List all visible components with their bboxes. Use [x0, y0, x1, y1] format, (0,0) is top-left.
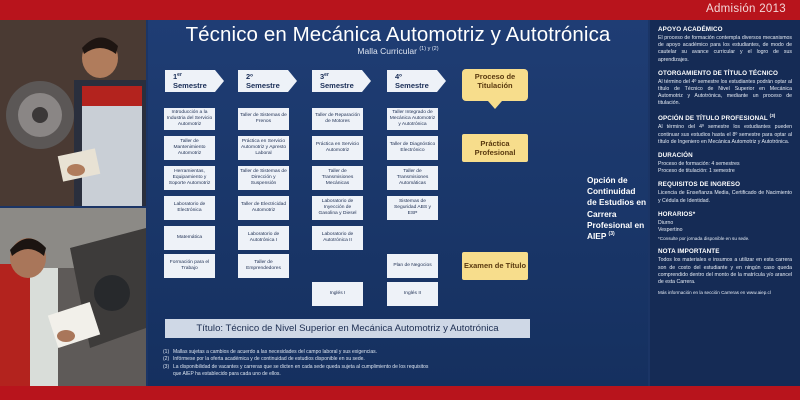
admission-year: Admisión 2013: [706, 3, 786, 15]
course-c2-4: Taller de Electricidad Automotriz: [238, 196, 289, 220]
course-c1-1: Introducción a la Industria del Servicio…: [164, 108, 215, 130]
photo-strip: [0, 20, 146, 386]
mechanic-photo-top: [0, 20, 146, 206]
course-c2-6: Taller de Emprendedores: [238, 254, 289, 278]
course-c4-6: Inglés II: [387, 282, 438, 306]
semester-header-3: 3er Semestre: [312, 70, 371, 92]
section-apoyo: APOYO ACADÉMICO El proceso de formación …: [658, 26, 792, 63]
curriculum-panel: Técnico en Mecánica Automotriz y Autotró…: [148, 20, 648, 386]
course-c3-4: Laboratorio de Inyección de Gasolina y D…: [312, 196, 363, 220]
examen-de-titulo: Examen de Título: [462, 252, 528, 280]
course-c3-1: Taller de Reparación de Motores: [312, 108, 363, 130]
course-c4-4: Sistemas de Seguridad ABS y ESP: [387, 196, 438, 220]
course-c1-2: Taller de Mantenimiento Automotriz: [164, 136, 215, 160]
course-c3-3: Taller de Transmisiones Mecánicas: [312, 166, 363, 190]
course-c2-3: Taller de Sistemas de Dirección y Suspen…: [238, 166, 289, 190]
section-horarios: HORARIOS* Diurno Vespertino *Consulte po…: [658, 210, 750, 242]
section-nota: NOTA IMPORTANTE Todos los materiales e i…: [658, 248, 792, 296]
page-title: Técnico en Mecánica Automotriz y Autotró…: [185, 23, 611, 46]
course-c2-2: Práctica en Servicio Automotriz y Aprest…: [238, 136, 289, 160]
page-subtitle: Malla Curricular (1) y (2): [148, 46, 648, 56]
continuity-option: Opción de Continuidad de Estudios en Car…: [587, 175, 647, 241]
subtitle-text: Malla Curricular: [357, 46, 417, 56]
footnote-3: (3)La disponibilidad de vacantes y carre…: [163, 363, 429, 377]
course-c1-6: Formación para el Trabajo: [164, 254, 215, 278]
course-c2-5: Laboratorio de Autotrónica I: [238, 226, 289, 250]
course-c1-4: Laboratorio de Electrónica: [164, 196, 215, 220]
course-c3-2: Práctica en Servicio Automotriz: [312, 136, 363, 160]
mechanic-photo-bottom: [0, 208, 146, 386]
footnotes: (1)Mallas sujetas a cambios de acuerdo a…: [163, 349, 433, 378]
section-opcion-titulo: OPCIÓN DE TÍTULO PROFESIONAL (3) Al térm…: [658, 113, 792, 145]
course-c1-3: Herramientas, Equipamiento y Soporte Aut…: [164, 166, 215, 190]
section-requisitos: REQUISITOS DE INGRESO Licencia de Enseña…: [658, 181, 792, 204]
course-c4-1: Taller Integrado de Mecánica Automotriz …: [387, 108, 438, 130]
course-c1-5: Matemática: [164, 226, 215, 250]
course-c4-5: Plan de Negocios: [387, 254, 438, 278]
titulation-process-header: Proceso de Titulación: [462, 69, 528, 101]
subtitle-sup: (1) y (2): [419, 46, 439, 53]
bottom-band: [0, 386, 800, 400]
course-c4-2: Taller de Diagnóstico Electrónico: [387, 136, 438, 160]
semester-header-2: 2º Semestre: [238, 70, 297, 92]
top-band: Admisión 2013: [0, 0, 800, 20]
degree-title-bar: Título: Técnico de Nivel Superior en Mec…: [165, 319, 530, 338]
section-otorgamiento: OTORGAMIENTO DE TÍTULO TÉCNICO Al términ…: [658, 69, 792, 107]
section-duracion: DURACIÓN Proceso de formación: 4 semestr…: [658, 151, 740, 175]
footnote-2: (2)Infórmese por la oferta académica y d…: [163, 356, 365, 363]
course-c2-1: Taller de Sistemas de Frenos: [238, 108, 289, 130]
course-c4-3: Taller de Transmisiones Automáticas: [387, 166, 438, 190]
course-c3-5: Laboratorio de Autotrónica II: [312, 226, 363, 250]
process-arrow: [488, 101, 502, 109]
course-c3-6: Inglés I: [312, 282, 363, 306]
footnote-1: (1)Mallas sujetas a cambios de acuerdo a…: [163, 349, 378, 355]
practica-profesional: Práctica Profesional: [462, 134, 528, 162]
semester-header-4: 4º Semestre: [387, 70, 446, 92]
semester-header-1: 1er Semestre: [165, 70, 224, 92]
info-sidebar: APOYO ACADÉMICO El proceso de formación …: [650, 20, 800, 386]
